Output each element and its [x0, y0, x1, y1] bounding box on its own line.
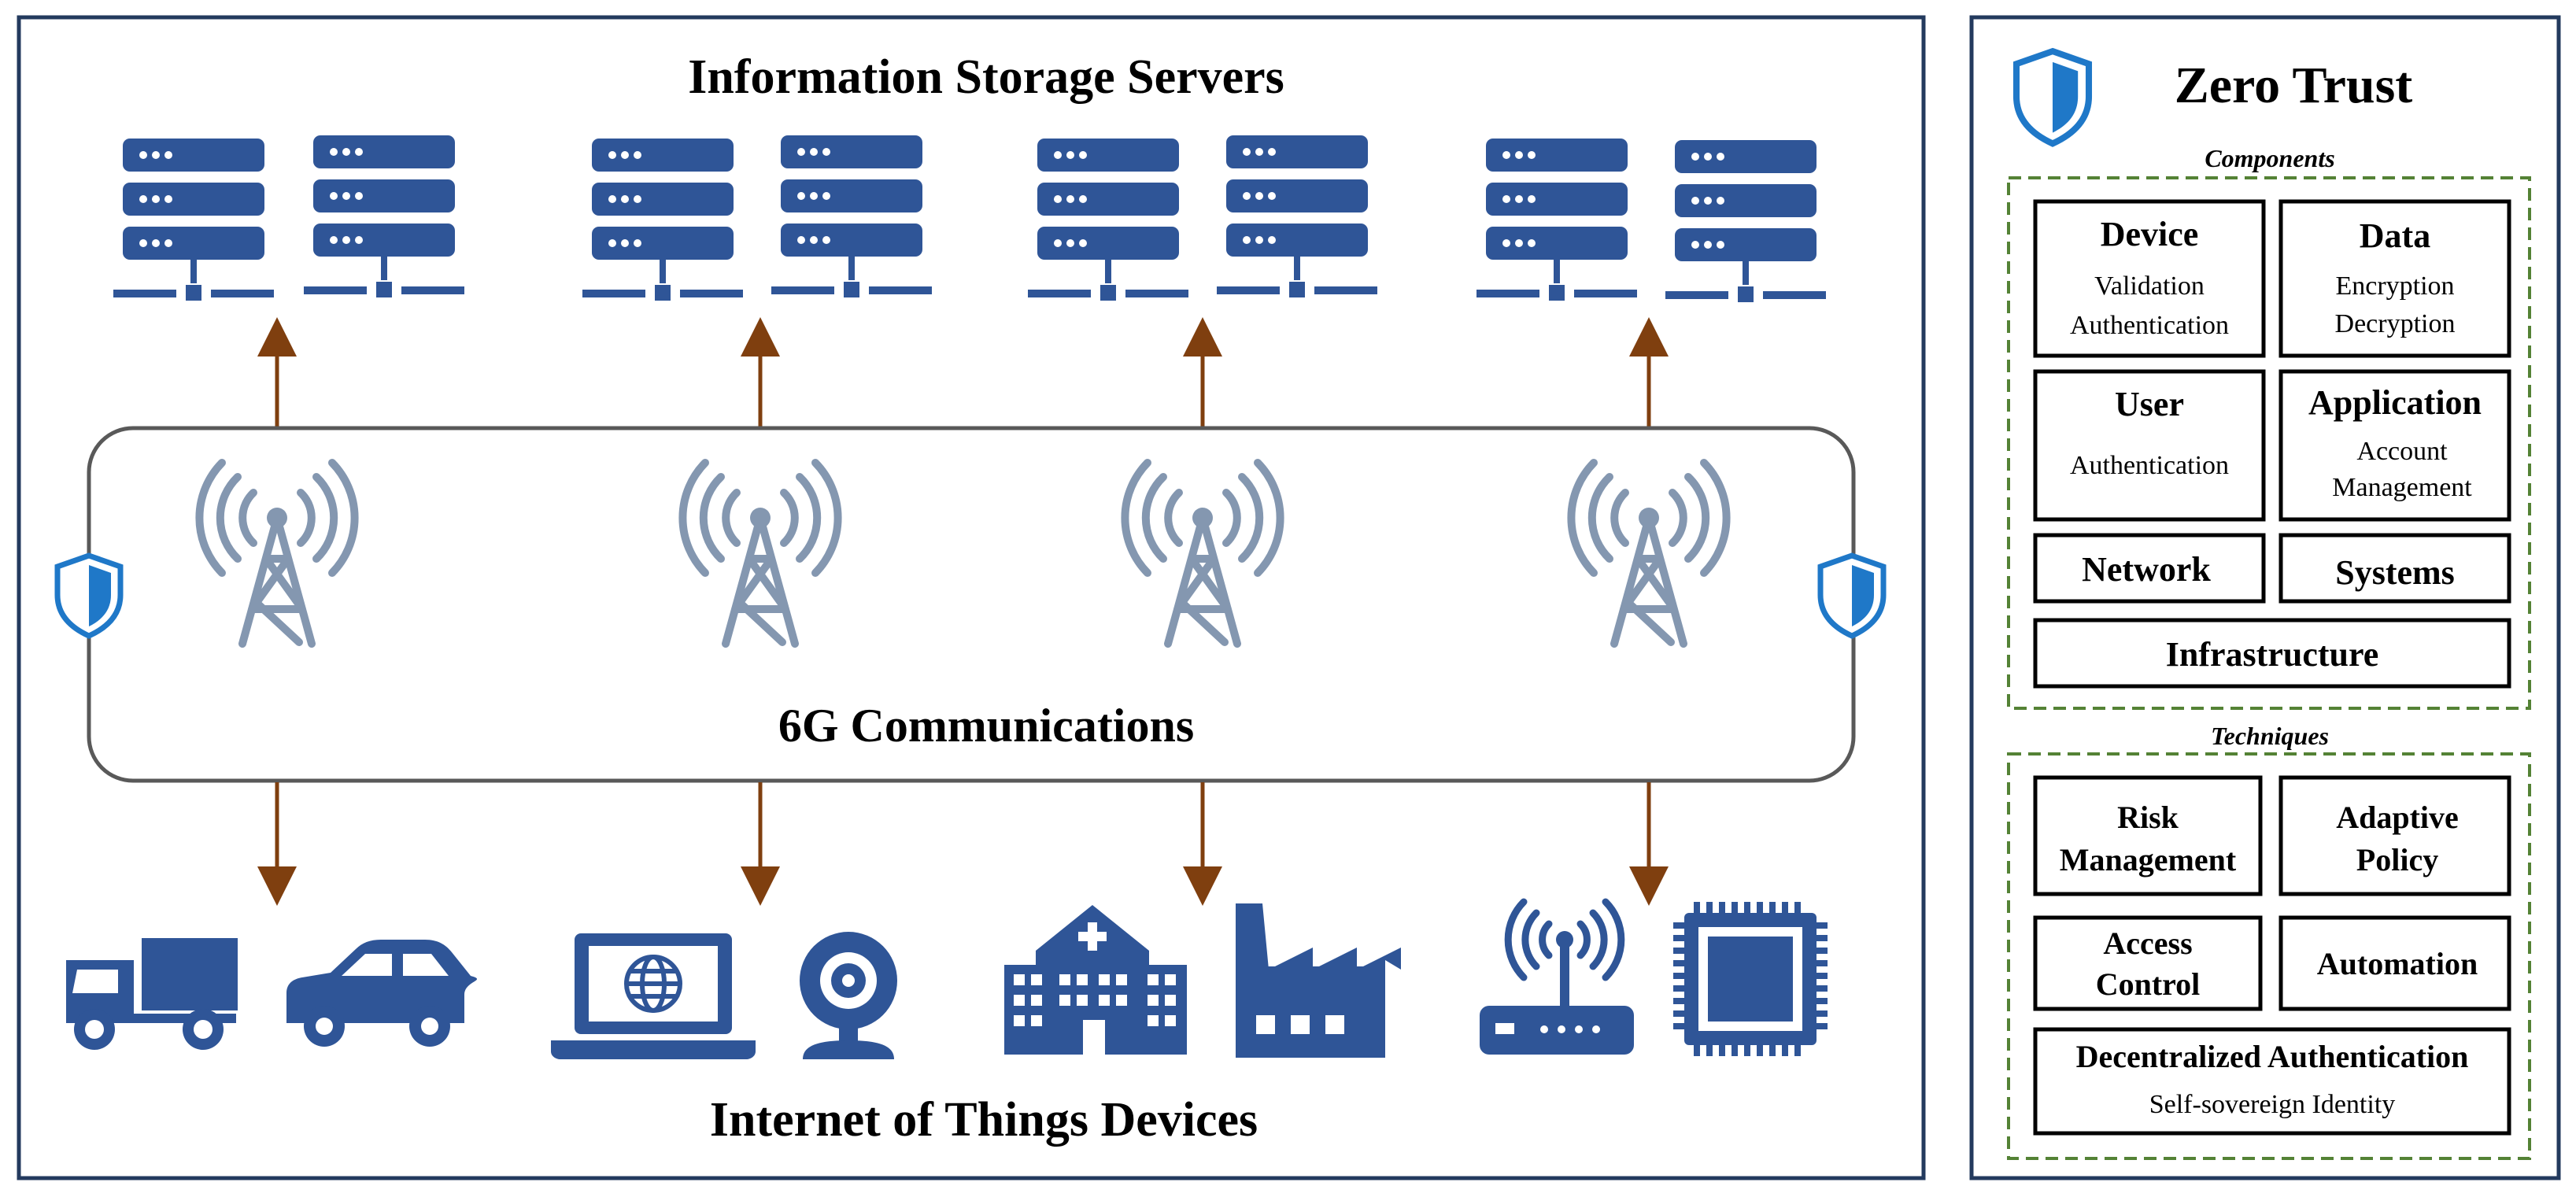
zero-trust-shield [2016, 51, 2089, 143]
component-infrastructure-box [2033, 618, 2511, 689]
component-device-line2: Authentication [2070, 311, 2229, 340]
devices-title: Internet of Things Devices [710, 1093, 1258, 1147]
component-device-line1: Validation [2094, 272, 2205, 301]
components-label: Components [2205, 144, 2334, 172]
components-group [2007, 176, 2531, 710]
technique-automation-box [2278, 915, 2511, 1011]
network-label: 6G Communications [778, 700, 1194, 752]
component-data-box [2278, 199, 2511, 358]
component-application-box [2278, 369, 2511, 522]
component-user-line1: Authentication [2070, 451, 2229, 480]
webcam-icon [800, 932, 897, 1059]
technique-access-box [2033, 915, 2263, 1011]
technique-risk-line2: Management [2060, 842, 2237, 877]
hospital-icon [1004, 905, 1187, 1055]
technique-risk-box [2033, 775, 2263, 896]
microchip-icon [1673, 902, 1828, 1056]
component-device-box [2033, 199, 2266, 358]
component-user-title: User [2115, 385, 2184, 423]
laptop-globe-icon [551, 933, 756, 1059]
component-user-box [2033, 369, 2266, 522]
technique-access-line1: Access [2103, 925, 2192, 961]
component-device-title: Device [2101, 215, 2199, 253]
technique-risk-line1: Risk [2117, 800, 2179, 835]
component-application-title: Application [2308, 383, 2482, 422]
shield-icon [1820, 556, 1883, 636]
component-network-title: Network [2082, 550, 2211, 589]
techniques-label: Techniques [2211, 722, 2329, 750]
shield-icon [57, 556, 120, 636]
technique-adaptive-line2: Policy [2356, 842, 2438, 877]
component-infrastructure-title: Infrastructure [2166, 635, 2378, 674]
wifi-router-icon [1480, 898, 1634, 1055]
technique-adaptive-box [2278, 775, 2511, 896]
technique-decentralized-line1: Self-sovereign Identity [2149, 1090, 2396, 1119]
car-icon [286, 940, 478, 1047]
factory-icon [1236, 903, 1401, 1058]
technique-decentralized-title: Decentralized Authentication [2076, 1039, 2469, 1074]
technique-access-line2: Control [2096, 966, 2201, 1002]
component-systems-title: Systems [2335, 553, 2455, 592]
servers-title: Information Storage Servers [688, 50, 1284, 104]
component-data-line2: Decryption [2335, 309, 2456, 338]
component-data-title: Data [2360, 216, 2430, 255]
technique-decentralized-box [2033, 1027, 2511, 1136]
technique-automation-title: Automation [2317, 946, 2478, 981]
component-application-line1: Account [2356, 437, 2448, 466]
component-network-box [2033, 533, 2266, 604]
technique-adaptive-line1: Adaptive [2336, 800, 2459, 835]
component-application-line2: Management [2332, 473, 2472, 502]
truck-icon [66, 938, 238, 1050]
zero-trust-title: Zero Trust [2175, 57, 2413, 114]
shield-icon [2016, 51, 2089, 143]
techniques-group [2007, 752, 2531, 1160]
component-systems-box [2278, 533, 2511, 604]
component-data-line1: Encryption [2335, 272, 2454, 301]
